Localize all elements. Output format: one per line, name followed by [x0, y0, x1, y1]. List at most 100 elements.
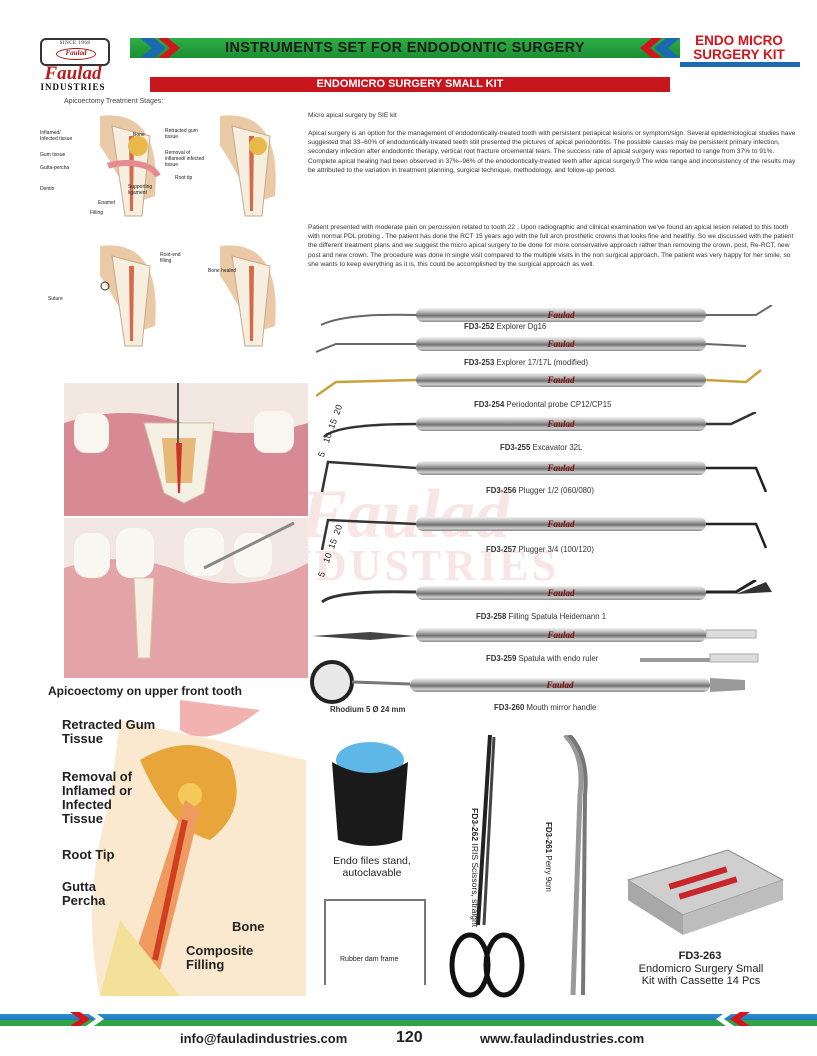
rhodium-text: Rhodium 5 Ø 24 mm — [330, 705, 406, 714]
instrument-brand: Faulad — [547, 630, 575, 640]
instrument-shaft: Faulad — [416, 461, 706, 475]
instrument-fd3-253: Faulad — [316, 334, 776, 358]
label-supporting: Supporting ligament — [128, 184, 153, 196]
section-title-line2: SURGERY KIT — [693, 47, 785, 62]
label-gutta: Gutta-percha — [40, 165, 70, 171]
instrument-brand: Faulad — [547, 375, 575, 385]
section-title: ENDO MICRO SURGERY KIT — [684, 34, 794, 62]
footer-website[interactable]: www.fauladindustries.com — [480, 1031, 645, 1046]
label-root-tip: Root tip — [175, 175, 193, 181]
excavator-tip-icon — [323, 412, 757, 438]
iris-scissors-image — [440, 734, 530, 1005]
header-chevron-right-icon — [628, 38, 680, 63]
label-dentin: Dentin — [40, 186, 55, 192]
name-fd3-255: Excavator 32L — [532, 443, 583, 452]
instrument-shaft: Faulad — [416, 308, 706, 322]
logo-badge: SINCE 1968 Faulad — [40, 38, 110, 66]
explorer-tip-icon — [316, 343, 747, 353]
header-band — [130, 38, 680, 58]
label-bone-big: Bone — [232, 919, 265, 934]
label-fd3-261: FD3-261 Perry 9cm — [544, 822, 553, 892]
paragraph-2: Patient presented with moderate pain on … — [308, 224, 794, 268]
label-fd3-262: FD3-262 IRIS Scissors, straight — [470, 808, 480, 927]
name-fd3-258: Filling Spatula Heidemann 1 — [508, 612, 607, 621]
code-fd3-257: FD3-257 — [486, 545, 517, 554]
cassette-image — [618, 840, 788, 940]
code-fd3-253: FD3-253 — [464, 358, 495, 367]
header-chevron-left-icon — [140, 38, 190, 63]
explorer-tip-icon — [320, 305, 773, 326]
name-fd3-253: Explorer 17/17L (modified) — [496, 358, 589, 367]
diagram-heading: Apicoectomy Treatment Stages: — [64, 98, 164, 105]
label-root-end: Root-end filling — [160, 252, 181, 264]
footer-green-band — [0, 1020, 817, 1026]
instrument-brand: Faulad — [546, 680, 574, 690]
label-fd3-255: FD3-255 Excavator 32L — [500, 443, 582, 452]
page-title: INSTRUMENTS SET FOR ENDODONTIC SURGERY — [225, 40, 585, 56]
label-bone: Bone — [133, 132, 145, 138]
frame-label: Rubber dam frame — [340, 956, 399, 963]
code-fd3-252: FD3-252 — [464, 322, 495, 331]
label-fd3-256: FD3-256 Plugger 1/2 (060/080) — [486, 486, 594, 495]
logo-sub: INDUSTRIES — [40, 82, 106, 92]
label-root-tip-big: Root Tip — [62, 847, 115, 862]
scale-10: 10 — [321, 431, 334, 445]
clinical-photo-1 — [64, 383, 308, 516]
label-bone-healed: Bone healed — [208, 268, 237, 274]
page-number: 120 — [396, 1029, 423, 1046]
label-fd3-260: FD3-260 Mouth mirror handle — [494, 703, 596, 712]
footer-chevron-right-icon — [700, 1012, 750, 1031]
rubber-dam-frame-image — [320, 895, 430, 985]
clinical-photo-2 — [64, 518, 308, 678]
code-fd3-261: FD3-261 — [544, 822, 553, 854]
label-rhodium: Rhodium 5 Ø 24 mm — [330, 705, 405, 714]
label-gutta-percha: Gutta Percha — [62, 879, 106, 908]
footer-email[interactable]: info@fauladindustries.com — [180, 1031, 348, 1046]
label-filling: Filling — [90, 210, 104, 216]
subtitle: ENDOMICRO SURGERY SMALL KIT — [316, 78, 504, 90]
code-fd3-255: FD3-255 — [500, 443, 531, 452]
ruler-spatula-icon — [312, 629, 759, 663]
label-fd3-254: FD3-254 Periodontal probe CP12/CP15 — [474, 400, 611, 409]
label-inflamed: Inflamed/ Infected tissue — [40, 130, 73, 142]
instrument-shaft: Faulad — [410, 678, 710, 692]
logo-badge-text: SINCE 1968 — [59, 41, 91, 46]
instrument-brand: Faulad — [547, 310, 575, 320]
instrument-brand: Faulad — [547, 419, 575, 429]
code-fd3-254: FD3-254 — [474, 400, 505, 409]
label-retracted-gum: Retracted Gum Tissue — [62, 717, 156, 746]
instrument-brand: Faulad — [547, 339, 575, 349]
name-fd3-262: IRIS Scissors, straight — [470, 843, 480, 928]
name-fd3-256: Plugger 1/2 (060/080) — [518, 486, 594, 495]
instrument-brand: Faulad — [547, 463, 575, 473]
code-fd3-263: FD3-263 — [678, 950, 722, 962]
name-fd3-259: Spatula with endo ruler — [518, 654, 599, 663]
label-fd3-253: FD3-253 Explorer 17/17L (modified) — [464, 358, 588, 367]
treatment-stages-illustration — [100, 115, 276, 347]
label-removal-tissue: Removal of Inflamed or Infected Tissue — [62, 769, 133, 826]
logo-word: Faulad — [44, 63, 102, 84]
instrument-fd3-259: Faulad — [310, 624, 780, 664]
name-fd3-261: Perry 9cm — [544, 855, 553, 892]
instrument-brand: Faulad — [547, 588, 575, 598]
name-fd3-252: Explorer Dg16 — [496, 322, 547, 331]
plugger-tip-icon — [320, 460, 768, 492]
name-fd3-263: Endomicro Surgery Small Kit with Cassett… — [638, 963, 764, 987]
label-fd3-259: FD3-259 Spatula with endo ruler — [486, 654, 598, 663]
instrument-fd3-258: Faulad — [316, 580, 776, 610]
label-fd3-258: FD3-258 Filling Spatula Heidemann 1 — [476, 612, 606, 621]
label-composite: Composite Filling — [186, 943, 254, 972]
label-enamel: Enamel — [98, 200, 115, 206]
subtitle-band — [150, 77, 670, 92]
instrument-fd3-257: Faulad — [316, 510, 776, 550]
instrument-fd3-256: Faulad — [316, 452, 776, 492]
code-fd3-259: FD3-259 — [486, 654, 517, 663]
footer-band — [0, 1014, 817, 1024]
footer-chevron-left-icon — [70, 1012, 120, 1031]
probe-tip-icon — [316, 369, 762, 398]
label-fd3-257: FD3-257 Plugger 3/4 (100/120) — [486, 545, 594, 554]
name-fd3-257: Plugger 3/4 (100/120) — [518, 545, 594, 554]
watermark-word2: INDUSTRIES — [260, 541, 559, 590]
code-fd3-256: FD3-256 — [486, 486, 517, 495]
paragraph-1: Apical surgery is an option for the mana… — [308, 130, 796, 174]
